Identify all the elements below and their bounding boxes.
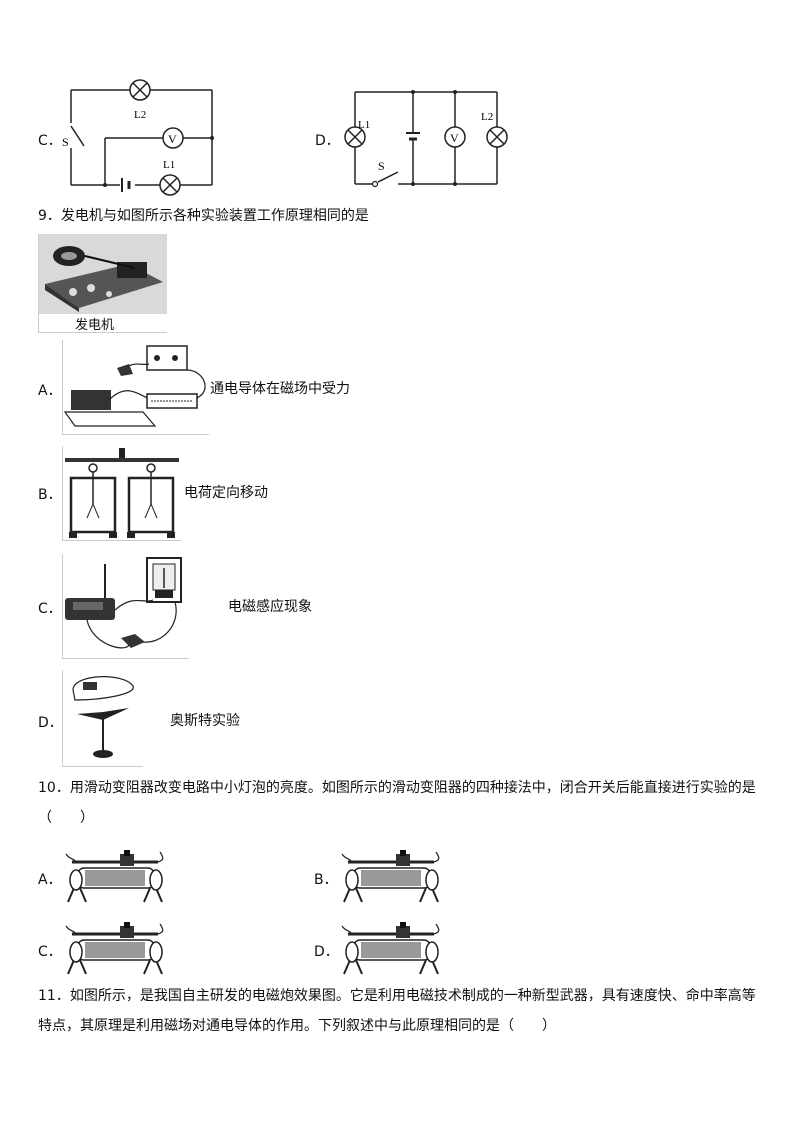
q9-option-d-label: D．: [38, 715, 63, 731]
q11-stem-line1: 11．如图所示，是我国自主研发的电磁炮效果图。它是利用电磁技术制成的一种新型武器…: [38, 988, 756, 1004]
q10-rheostat-c-image: [65, 922, 164, 975]
q10-rheostat-a-image: [65, 850, 164, 903]
q9-option-b-label: B．: [38, 487, 62, 503]
q10-option-b-label: B．: [314, 872, 338, 888]
q10-option-c-label: C．: [38, 944, 62, 960]
q8-circuit-c-diagram: L2 V L1 S: [62, 79, 214, 196]
q10-option-a-label: A．: [38, 872, 62, 888]
q10-rheostat-d-image: [341, 922, 440, 975]
q8-d-l1-label: L1: [358, 119, 370, 131]
q9-option-c-label: C．: [38, 601, 62, 617]
q9-generator-figure: 发电机: [38, 234, 167, 333]
apparatus-a-image: [63, 345, 206, 427]
q8-c-v-label: V: [168, 132, 177, 146]
q8-d-l2-label: L2: [481, 111, 493, 123]
q9-option-a-figure: [62, 340, 209, 435]
q9-option-c-figure: [62, 554, 189, 659]
q9-option-c-text: 电磁感应现象: [228, 599, 312, 615]
q8-c-s-label: S: [62, 135, 69, 149]
generator-caption: 发电机: [75, 318, 115, 333]
q11-stem-line2: 特点，其原理是利用磁场对通电导体的作用。下列叙述中与此原理相同的是（ ）: [38, 1018, 556, 1034]
q10-stem-line2: （ ）: [38, 810, 94, 826]
q9-option-a-text: 通电导体在磁场中受力: [210, 381, 350, 397]
q9-option-b-figure: [62, 446, 181, 541]
q8-d-s-label: S: [378, 159, 385, 173]
induction-apparatus-image: [65, 557, 182, 649]
q10-option-d-label: D．: [314, 944, 339, 960]
q8-option-d-label: D．: [315, 133, 340, 149]
q9-stem: 9．发电机与如图所示各种实验装置工作原理相同的是: [38, 208, 369, 224]
q8-option-c-label: C．: [38, 133, 62, 149]
q10-rheostat-b-image: [341, 850, 440, 903]
q10-stem-line1: 10．用滑动变阻器改变电路中小灯泡的亮度。如图所示的滑动变阻器的四种接法中，闭合…: [38, 780, 756, 796]
q8-d-v-label: V: [450, 131, 459, 145]
generator-image: [39, 234, 167, 314]
q9-option-a-label: A．: [38, 383, 62, 399]
q8-c-l1-label: L1: [163, 159, 175, 171]
oersted-apparatus-image: [72, 676, 134, 758]
q8-c-l2-label: L2: [134, 109, 146, 121]
q9-option-d-figure: [62, 670, 143, 767]
electroscope-pair-image: [65, 448, 179, 538]
q8-circuit-d-diagram: L1 S V L2: [344, 90, 508, 188]
q9-option-b-text: 电荷定向移动: [184, 485, 268, 501]
q9-option-d-text: 奥斯特实验: [170, 713, 240, 729]
